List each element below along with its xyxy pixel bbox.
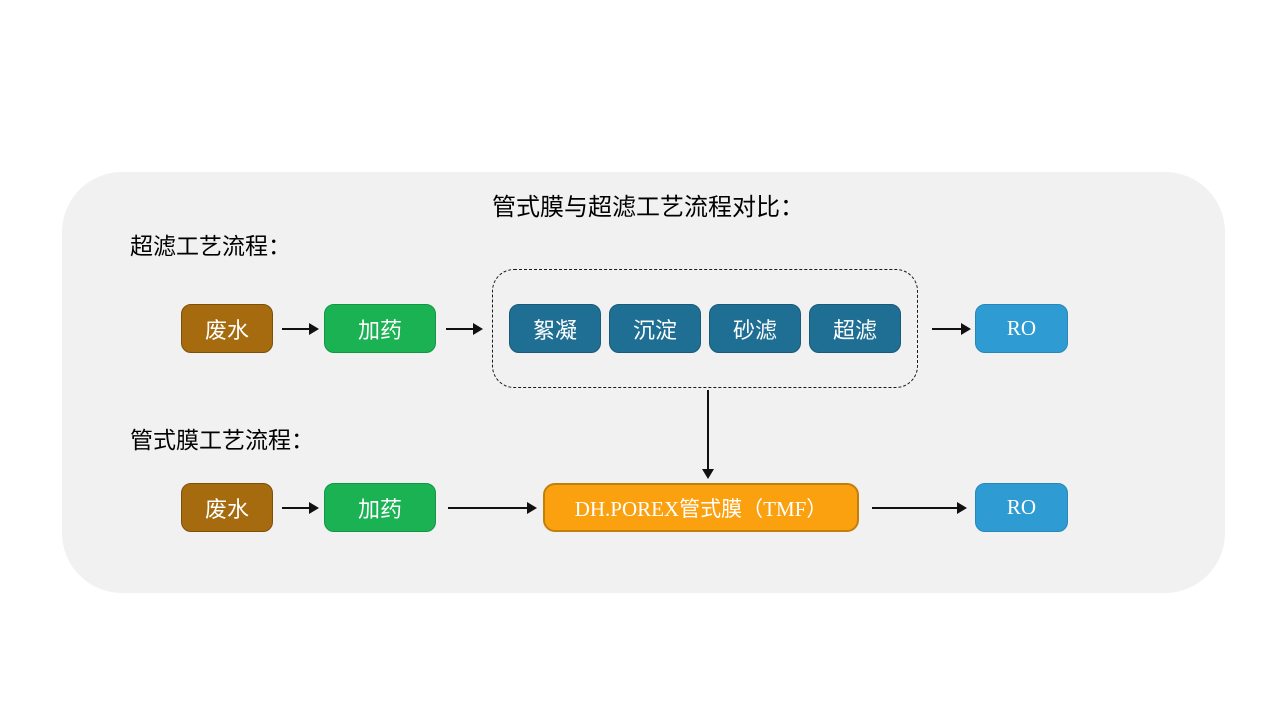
- arrow-right-icon: [932, 323, 971, 335]
- tmf-process-label: 管式膜工艺流程：: [130, 428, 314, 453]
- uf-step-sedimentation-box: 沉淀: [609, 304, 701, 353]
- uf-wastewater-box: 废水: [181, 304, 273, 353]
- arrow-right-icon: [446, 323, 483, 335]
- arrow-right-icon: [282, 323, 319, 335]
- uf-step-sand-filter-box: 砂滤: [709, 304, 801, 353]
- tmf-membrane-box: DH.POREX管式膜（TMF）: [543, 483, 859, 532]
- uf-dosing-box: 加药: [324, 304, 436, 353]
- arrow-right-icon: [872, 502, 967, 514]
- arrow-right-icon: [282, 502, 319, 514]
- tmf-ro-box: RO: [975, 483, 1068, 532]
- arrow-right-icon: [448, 502, 537, 514]
- uf-ro-box: RO: [975, 304, 1068, 353]
- uf-step-flocculation-box: 絮凝: [509, 304, 601, 353]
- uf-step-ultrafiltration-box: 超滤: [809, 304, 901, 353]
- diagram-title: 管式膜与超滤工艺流程对比：: [492, 195, 804, 221]
- arrow-down-icon: [702, 390, 714, 479]
- uf-process-label: 超滤工艺流程：: [130, 234, 291, 259]
- uf-pretreatment-group: [492, 269, 918, 388]
- tmf-dosing-box: 加药: [324, 483, 436, 532]
- tmf-wastewater-box: 废水: [181, 483, 273, 532]
